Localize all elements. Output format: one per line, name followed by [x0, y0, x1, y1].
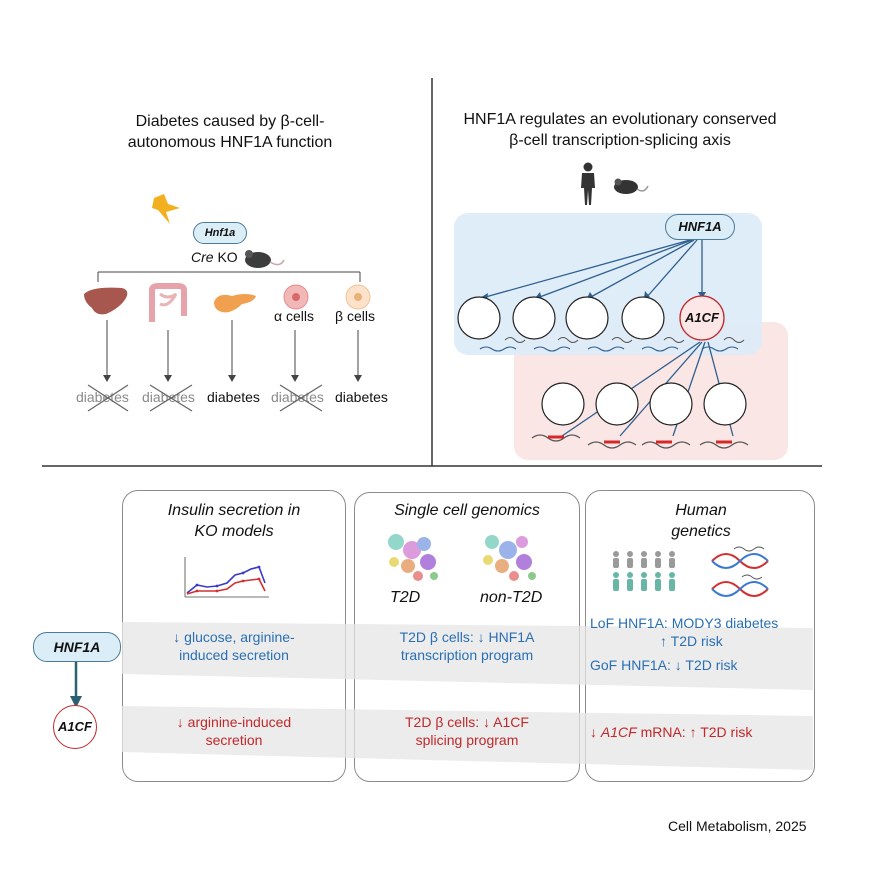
cross-out-marks	[87, 384, 323, 412]
panel3-title: Human genetics	[587, 500, 815, 542]
beta-cell-icon	[345, 284, 371, 310]
ko-text: KO	[217, 249, 238, 265]
panel1-red-line2: secretion	[205, 732, 263, 748]
cre-ko-label: Cre KO	[191, 249, 238, 265]
ko-tree-lines	[97, 271, 362, 382]
panel1-title: Insulin secretion in KO models	[124, 500, 344, 542]
top-right-title: HNF1A regulates an evolutionary conserve…	[440, 109, 800, 151]
human-icon	[581, 162, 595, 205]
umap-label-non-t2d: non-T2D	[480, 589, 543, 606]
panel1-blue-finding: ↓ glucose, arginine- induced secretion	[124, 628, 344, 664]
citation: Cell Metabolism, 2025	[668, 818, 807, 834]
panel1-red-line1: ↓ arginine-induced	[176, 714, 292, 730]
alpha-cell-icon	[283, 284, 309, 310]
panel3-blue-line3: GoF HNF1A: ↓ T2D risk	[590, 657, 738, 673]
hnf1a-gene-pill: Hnf1a	[193, 222, 247, 244]
alpha-cells-label: α cells	[274, 308, 314, 324]
liver-icon	[84, 287, 128, 315]
intestine-icon	[149, 283, 187, 322]
panel3-blue-finding: LoF HNF1A: MODY3 diabetes ↑ T2D risk GoF…	[590, 614, 814, 674]
panel3-red-finding: ↓ A1CF mRNA: ↑ T2D risk	[590, 723, 814, 741]
panel3-red-gene: A1CF	[600, 724, 637, 740]
umap-plots	[388, 534, 536, 581]
panel2-blue-line1: T2D β cells: ↓ HNF1A	[399, 629, 535, 645]
dna-helix-icon	[711, 546, 769, 597]
panel1-red-finding: ↓ arginine-induced secretion	[124, 713, 344, 749]
panel2-title-line1: Single cell genomics	[394, 502, 540, 519]
panel2-red-line2: splicing program	[415, 732, 519, 748]
panel2-blue-line2: transcription program	[400, 647, 534, 663]
panel3-blue-line1: LoF HNF1A: MODY3 diabetes	[590, 615, 779, 631]
panel1-blue-line2: induced secretion	[179, 647, 289, 663]
hnf1a-pill-legend: HNF1A	[33, 632, 121, 662]
top-left-title-line1: Diabetes caused by β-cell-	[135, 113, 325, 130]
cre-text: Cre	[191, 249, 214, 265]
outcome-beta: diabetes	[335, 389, 388, 405]
a1cf-node	[679, 295, 725, 341]
umap-label-t2d: T2D	[390, 589, 421, 606]
panel2-title: Single cell genomics	[356, 500, 578, 521]
insulin-secretion-plot	[184, 557, 269, 598]
panel1-title-line1: Insulin secretion in	[167, 502, 301, 519]
panel1-title-line2: KO models	[194, 523, 274, 540]
outcome-pancreas: diabetes	[207, 389, 260, 405]
top-right-title-line2: β-cell transcription-splicing axis	[509, 132, 731, 149]
top-left-title: Diabetes caused by β-cell- autonomous HN…	[60, 111, 400, 153]
panel2-blue-finding: T2D β cells: ↓ HNF1A transcription progr…	[356, 628, 578, 664]
panel2-red-line1: T2D β cells: ↓ A1CF	[405, 714, 529, 730]
top-left-title-line2: autonomous HNF1A function	[127, 134, 333, 151]
a1cf-legend-circle: A1CF	[53, 705, 97, 749]
population-icon	[613, 551, 675, 591]
panel3-title-line2: genetics	[671, 523, 731, 540]
panel3-blue-line2: ↑ T2D risk	[660, 633, 723, 649]
panel2-red-finding: T2D β cells: ↓ A1CF splicing program	[356, 713, 578, 749]
panel1-blue-line1: ↓ glucose, arginine-	[173, 629, 295, 645]
hnf1a-pill-network: HNF1A	[665, 214, 735, 240]
panel3-red-prefix: ↓	[590, 724, 601, 740]
mouse-icon-right	[614, 178, 649, 194]
regulatory-network-diagram	[454, 213, 788, 460]
mouse-icon	[245, 250, 285, 268]
hnf1a-to-a1cf-arrow	[70, 662, 82, 708]
panel3-title-line1: Human	[675, 502, 727, 519]
panel3-red-suffix: mRNA: ↑ T2D risk	[636, 724, 753, 740]
top-right-title-line1: HNF1A regulates an evolutionary conserve…	[463, 111, 777, 128]
a1cf-node-label: A1CF	[685, 310, 719, 325]
lightning-icon	[152, 194, 180, 224]
outcome-alpha-crossed: diabetes	[271, 389, 324, 405]
transcription-zone	[514, 322, 788, 460]
beta-cells-label: β cells	[335, 308, 375, 324]
pancreas-icon	[214, 294, 256, 313]
